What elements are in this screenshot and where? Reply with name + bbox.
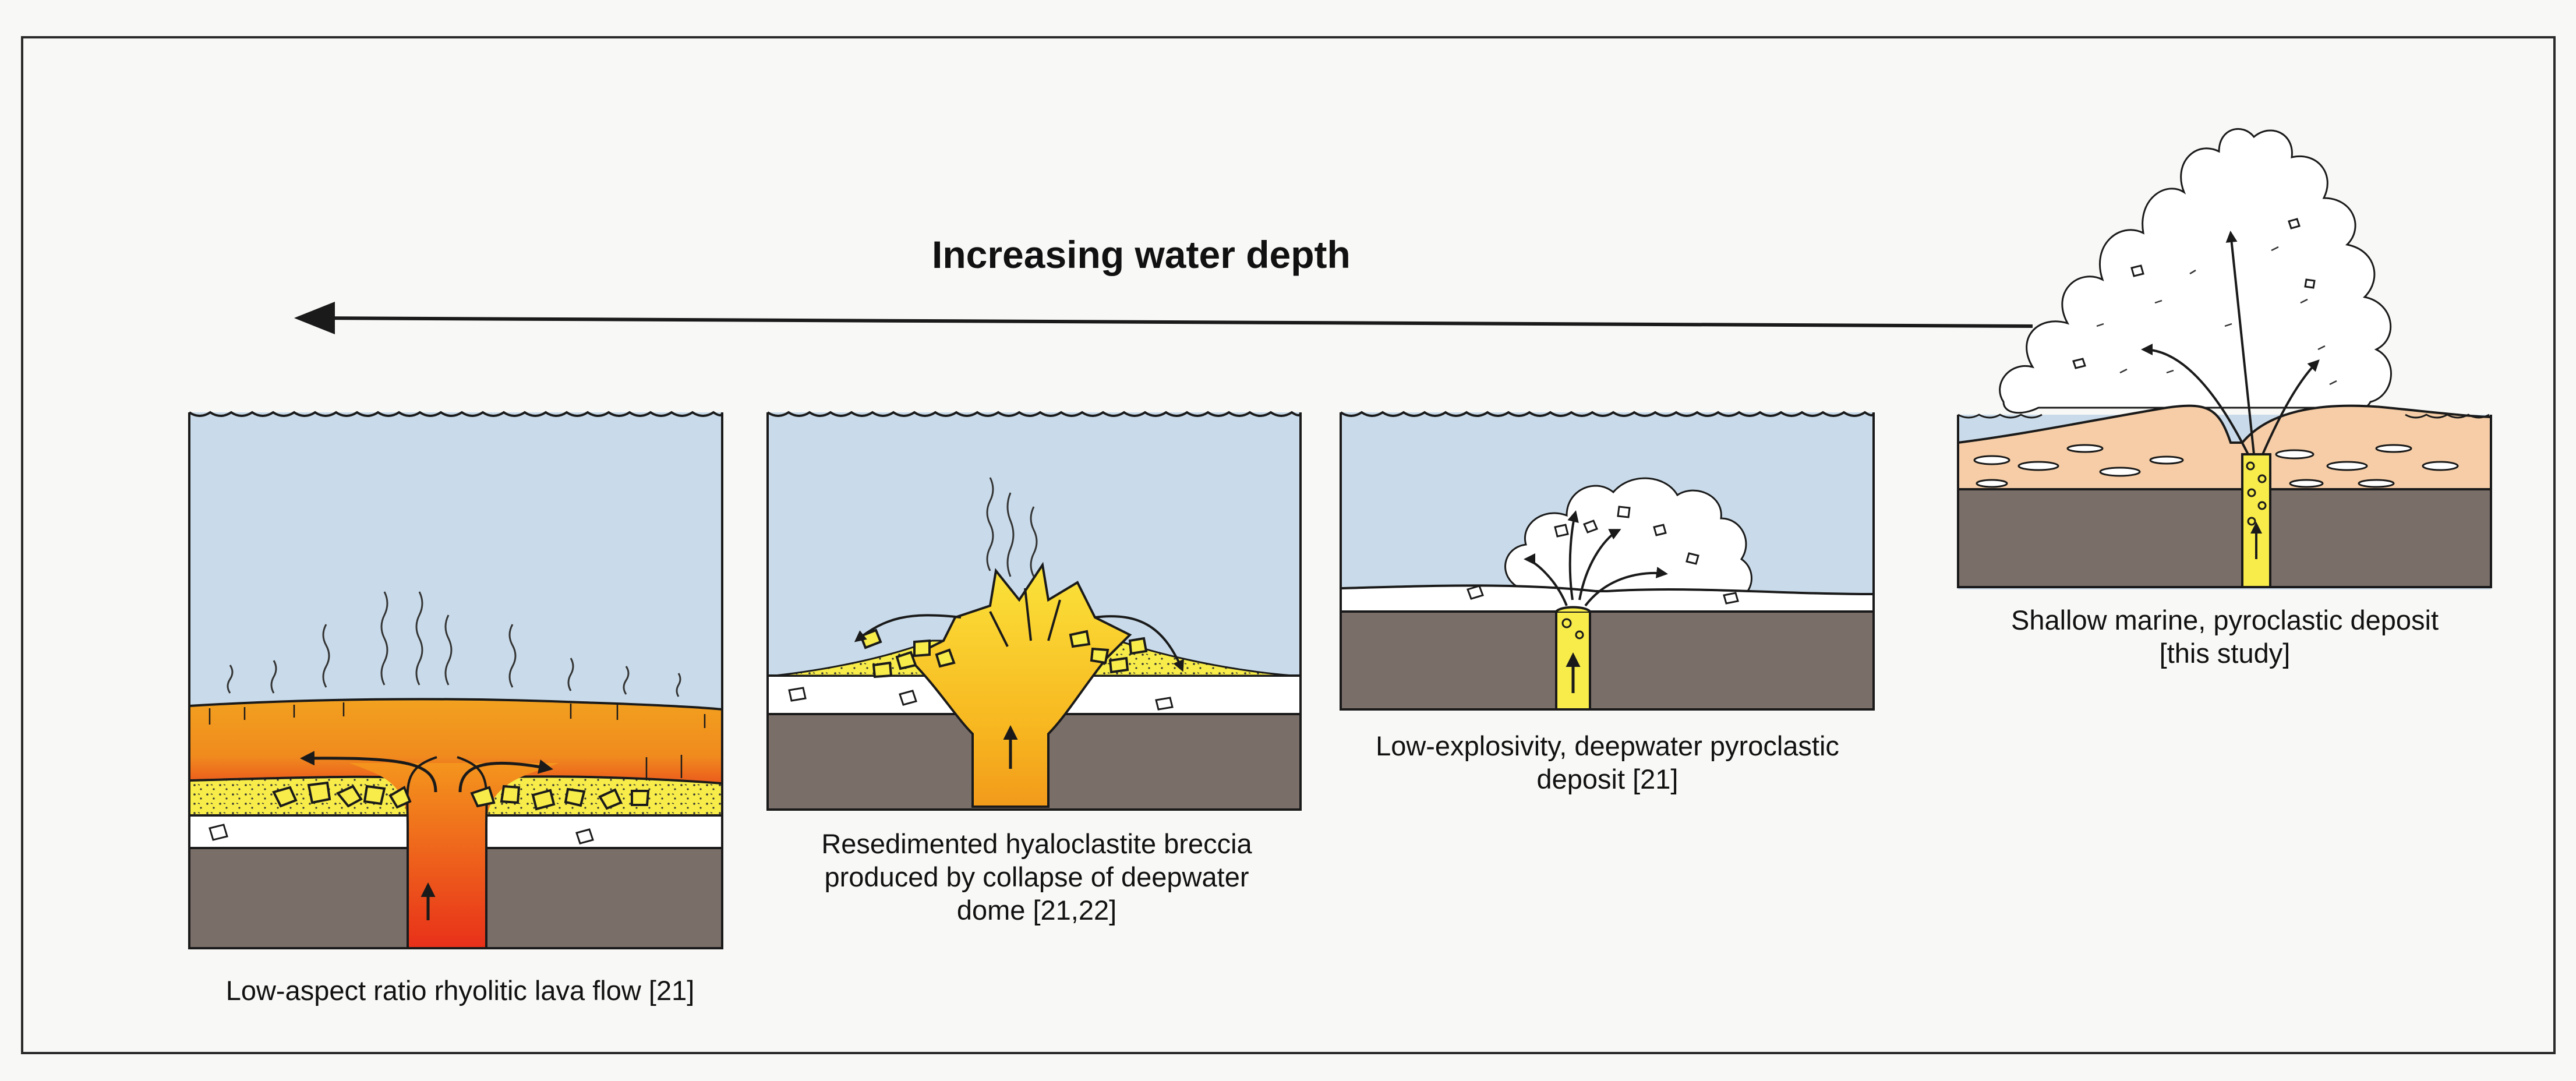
- water-surface: [766, 411, 1302, 417]
- caption-line: Resedimented hyaloclastite breccia: [821, 828, 1252, 859]
- caption-shallow-marine: Shallow marine, pyroclastic deposit [thi…: [1922, 603, 2528, 670]
- feeder-dyke: [349, 763, 559, 948]
- caption-line: deposit [21]: [1536, 764, 1679, 794]
- caption-hyaloclastite: Resedimented hyaloclastite breccia produ…: [728, 827, 1345, 927]
- conduit: [2241, 453, 2271, 588]
- depth-arrow-head: [294, 302, 335, 334]
- panel-hyaloclastite: [766, 411, 1302, 811]
- caption-low-explosivity: Low-explosivity, deepwater pyroclastic d…: [1299, 729, 1916, 796]
- panel-shallow-marine: [1957, 128, 2492, 589]
- caption-lava-flow: Low-aspect ratio rhyolitic lava flow [21…: [140, 974, 780, 1007]
- caption-line: produced by collapse of deepwater: [824, 861, 1249, 892]
- water-surface: [188, 411, 723, 417]
- caption-line: Low-explosivity, deepwater pyroclastic: [1376, 730, 1839, 761]
- depth-arrow-line: [308, 316, 2033, 328]
- basement-rock: [1957, 488, 2492, 588]
- caption-line: Shallow marine, pyroclastic deposit: [2010, 605, 2439, 635]
- panel-lava-flow: [188, 411, 723, 949]
- caption-line: [this study]: [2159, 638, 2291, 669]
- water-surface: [1340, 411, 1875, 417]
- caption-line: Low-aspect ratio rhyolitic lava flow [21…: [225, 975, 695, 1006]
- panel-low-explosivity: [1340, 411, 1875, 711]
- basement-rock: [1340, 610, 1875, 711]
- collapsing-dome: [906, 561, 1132, 808]
- caption-line: dome [21,22]: [956, 895, 1117, 925]
- title-text: Increasing water depth: [932, 233, 1351, 276]
